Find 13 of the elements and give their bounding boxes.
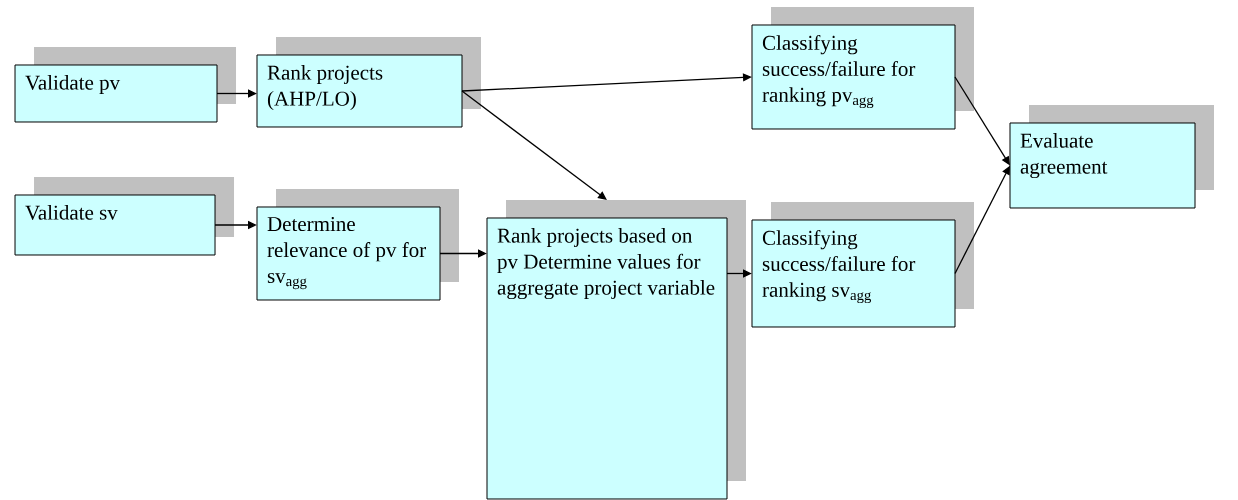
arrow <box>461 90 607 200</box>
process-box: Validate pv <box>14 47 236 123</box>
arrow <box>726 269 752 278</box>
process-box: Classifying success/failure for ranking sv$_{agg}$ <box>751 202 974 328</box>
process-box: Validate sv <box>14 177 234 256</box>
process-box: Determine relevance of pv for sv$_{agg}$ <box>256 189 459 301</box>
arrow <box>439 249 487 258</box>
arrow <box>216 89 257 98</box>
process-box: Rank projects based on pv Determine values for aggregate project variable <box>486 200 746 500</box>
process-box: Classifying success/failure for ranking pv$_{agg}$ <box>751 7 974 130</box>
process-box: Rank projects (AHP/LO) <box>256 37 481 128</box>
arrow <box>461 73 752 92</box>
process-box: Evaluate agreement <box>1009 105 1214 209</box>
